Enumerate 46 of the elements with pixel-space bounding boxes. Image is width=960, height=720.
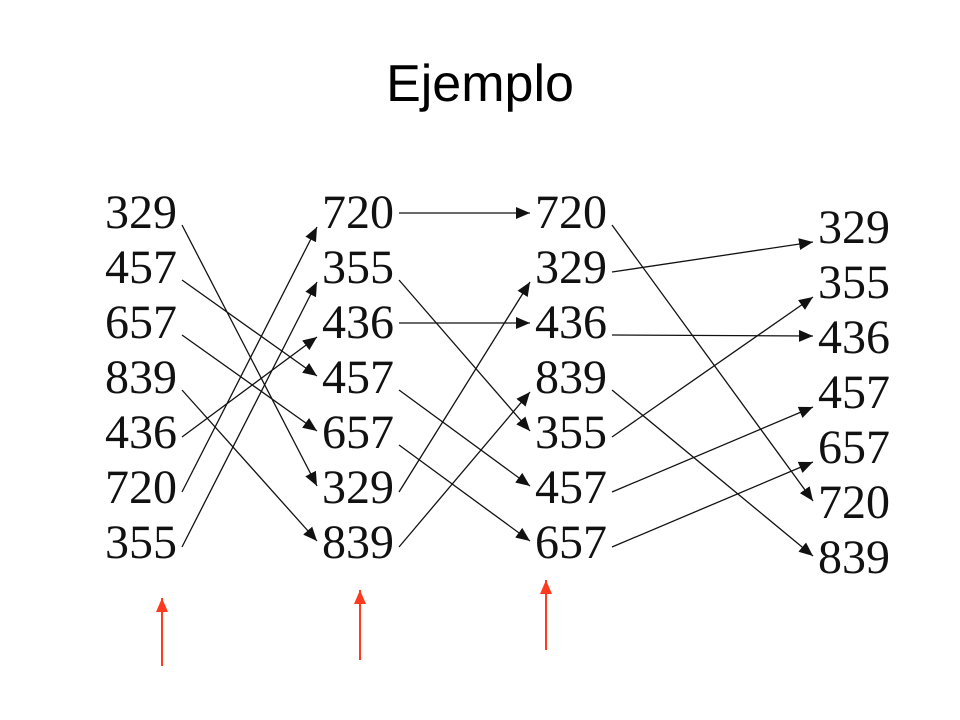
number: 720	[813, 477, 895, 529]
number: 355	[530, 407, 612, 459]
number: 720	[317, 187, 399, 239]
arrow	[612, 461, 814, 548]
number: 457	[813, 367, 895, 419]
arrow	[612, 296, 814, 438]
number: 329	[317, 462, 399, 514]
number: 436	[530, 297, 612, 349]
number: 329	[530, 242, 612, 294]
number: 720	[100, 462, 182, 514]
arrow	[399, 207, 530, 219]
arrow	[398, 444, 530, 542]
number: 329	[813, 202, 895, 254]
number: 839	[530, 352, 612, 404]
arrow	[612, 406, 814, 493]
number: 839	[813, 532, 895, 584]
number: 329	[100, 187, 182, 239]
number: 436	[813, 312, 895, 364]
number: 457	[317, 352, 399, 404]
arrow	[399, 317, 530, 329]
number: 355	[317, 242, 399, 294]
number: 657	[100, 297, 182, 349]
number: 720	[530, 187, 612, 239]
number: 436	[317, 297, 399, 349]
number: 839	[317, 517, 399, 569]
arrow	[612, 238, 814, 273]
arrow	[398, 282, 531, 492]
number: 457	[530, 462, 612, 514]
arrow	[612, 390, 814, 556]
arrow	[611, 224, 814, 502]
arrow	[398, 280, 530, 432]
arrow	[398, 389, 530, 487]
number: 436	[100, 407, 182, 459]
arrow	[182, 390, 318, 542]
number: 355	[813, 257, 895, 309]
arrow	[182, 279, 318, 377]
number: 657	[317, 407, 399, 459]
arrow	[181, 282, 318, 548]
number: 457	[100, 242, 182, 294]
number: 355	[100, 517, 182, 569]
arrow	[612, 330, 813, 342]
number: 839	[100, 352, 182, 404]
arrow	[398, 392, 530, 548]
title: Ejemplo	[386, 58, 574, 110]
number: 657	[813, 422, 895, 474]
number: 657	[530, 517, 612, 569]
